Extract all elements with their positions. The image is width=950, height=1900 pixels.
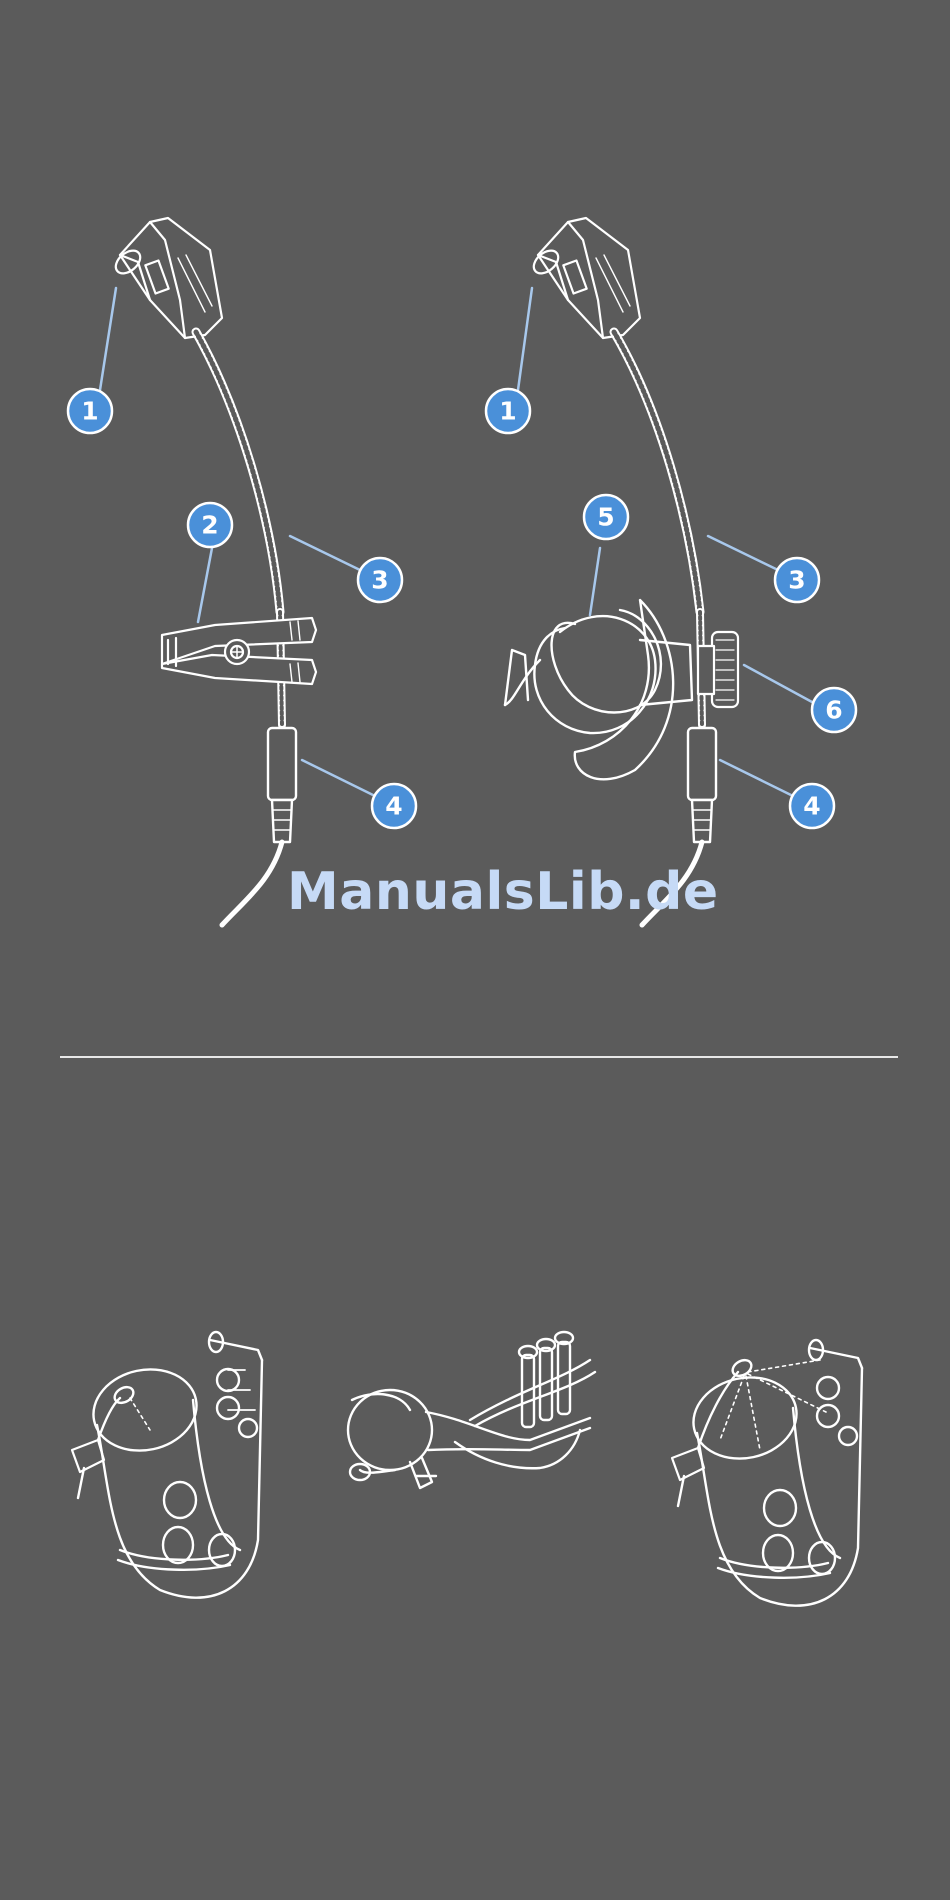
right-mic-instrument-holder [505, 600, 692, 779]
callout-left-4: 4 [372, 784, 416, 828]
callout-left-2: 2 [188, 503, 232, 547]
left-mic-connector [268, 728, 296, 842]
callout-badges: 1 2 3 4 1 5 3 [68, 389, 856, 828]
svg-text:1: 1 [499, 397, 516, 426]
callout-right-1: 1 [486, 389, 530, 433]
svg-text:4: 4 [385, 792, 402, 821]
instrument-mounting-diagram [0, 1300, 950, 1620]
section-divider [60, 1056, 898, 1058]
right-mic-capsule [529, 218, 640, 338]
left-mic-capsule [111, 218, 222, 338]
saxophone-icon [672, 1340, 862, 1606]
left-mic-cable [222, 842, 282, 925]
callout-right-4: 4 [790, 784, 834, 828]
right-microphone-illustration [505, 218, 738, 925]
callout-right-5: 5 [584, 495, 628, 539]
callout-right-3: 3 [775, 558, 819, 602]
callout-right-6: 6 [812, 688, 856, 732]
svg-text:6: 6 [825, 696, 842, 725]
trumpet-icon [348, 1332, 595, 1488]
watermark-text: ManualsLib.de [287, 862, 719, 922]
right-mic-connector [688, 728, 716, 842]
saxophone-icon [72, 1332, 262, 1598]
callout-left-3: 3 [358, 558, 402, 602]
svg-text:2: 2 [201, 511, 218, 540]
svg-text:4: 4 [803, 792, 820, 821]
left-microphone-illustration [111, 218, 316, 925]
svg-text:5: 5 [597, 503, 614, 532]
svg-text:3: 3 [788, 566, 805, 595]
microphone-diagram: 1 2 3 4 1 5 3 [0, 0, 950, 1000]
left-mic-clip [162, 618, 316, 684]
svg-text:1: 1 [81, 397, 98, 426]
svg-text:3: 3 [371, 566, 388, 595]
callout-left-1: 1 [68, 389, 112, 433]
